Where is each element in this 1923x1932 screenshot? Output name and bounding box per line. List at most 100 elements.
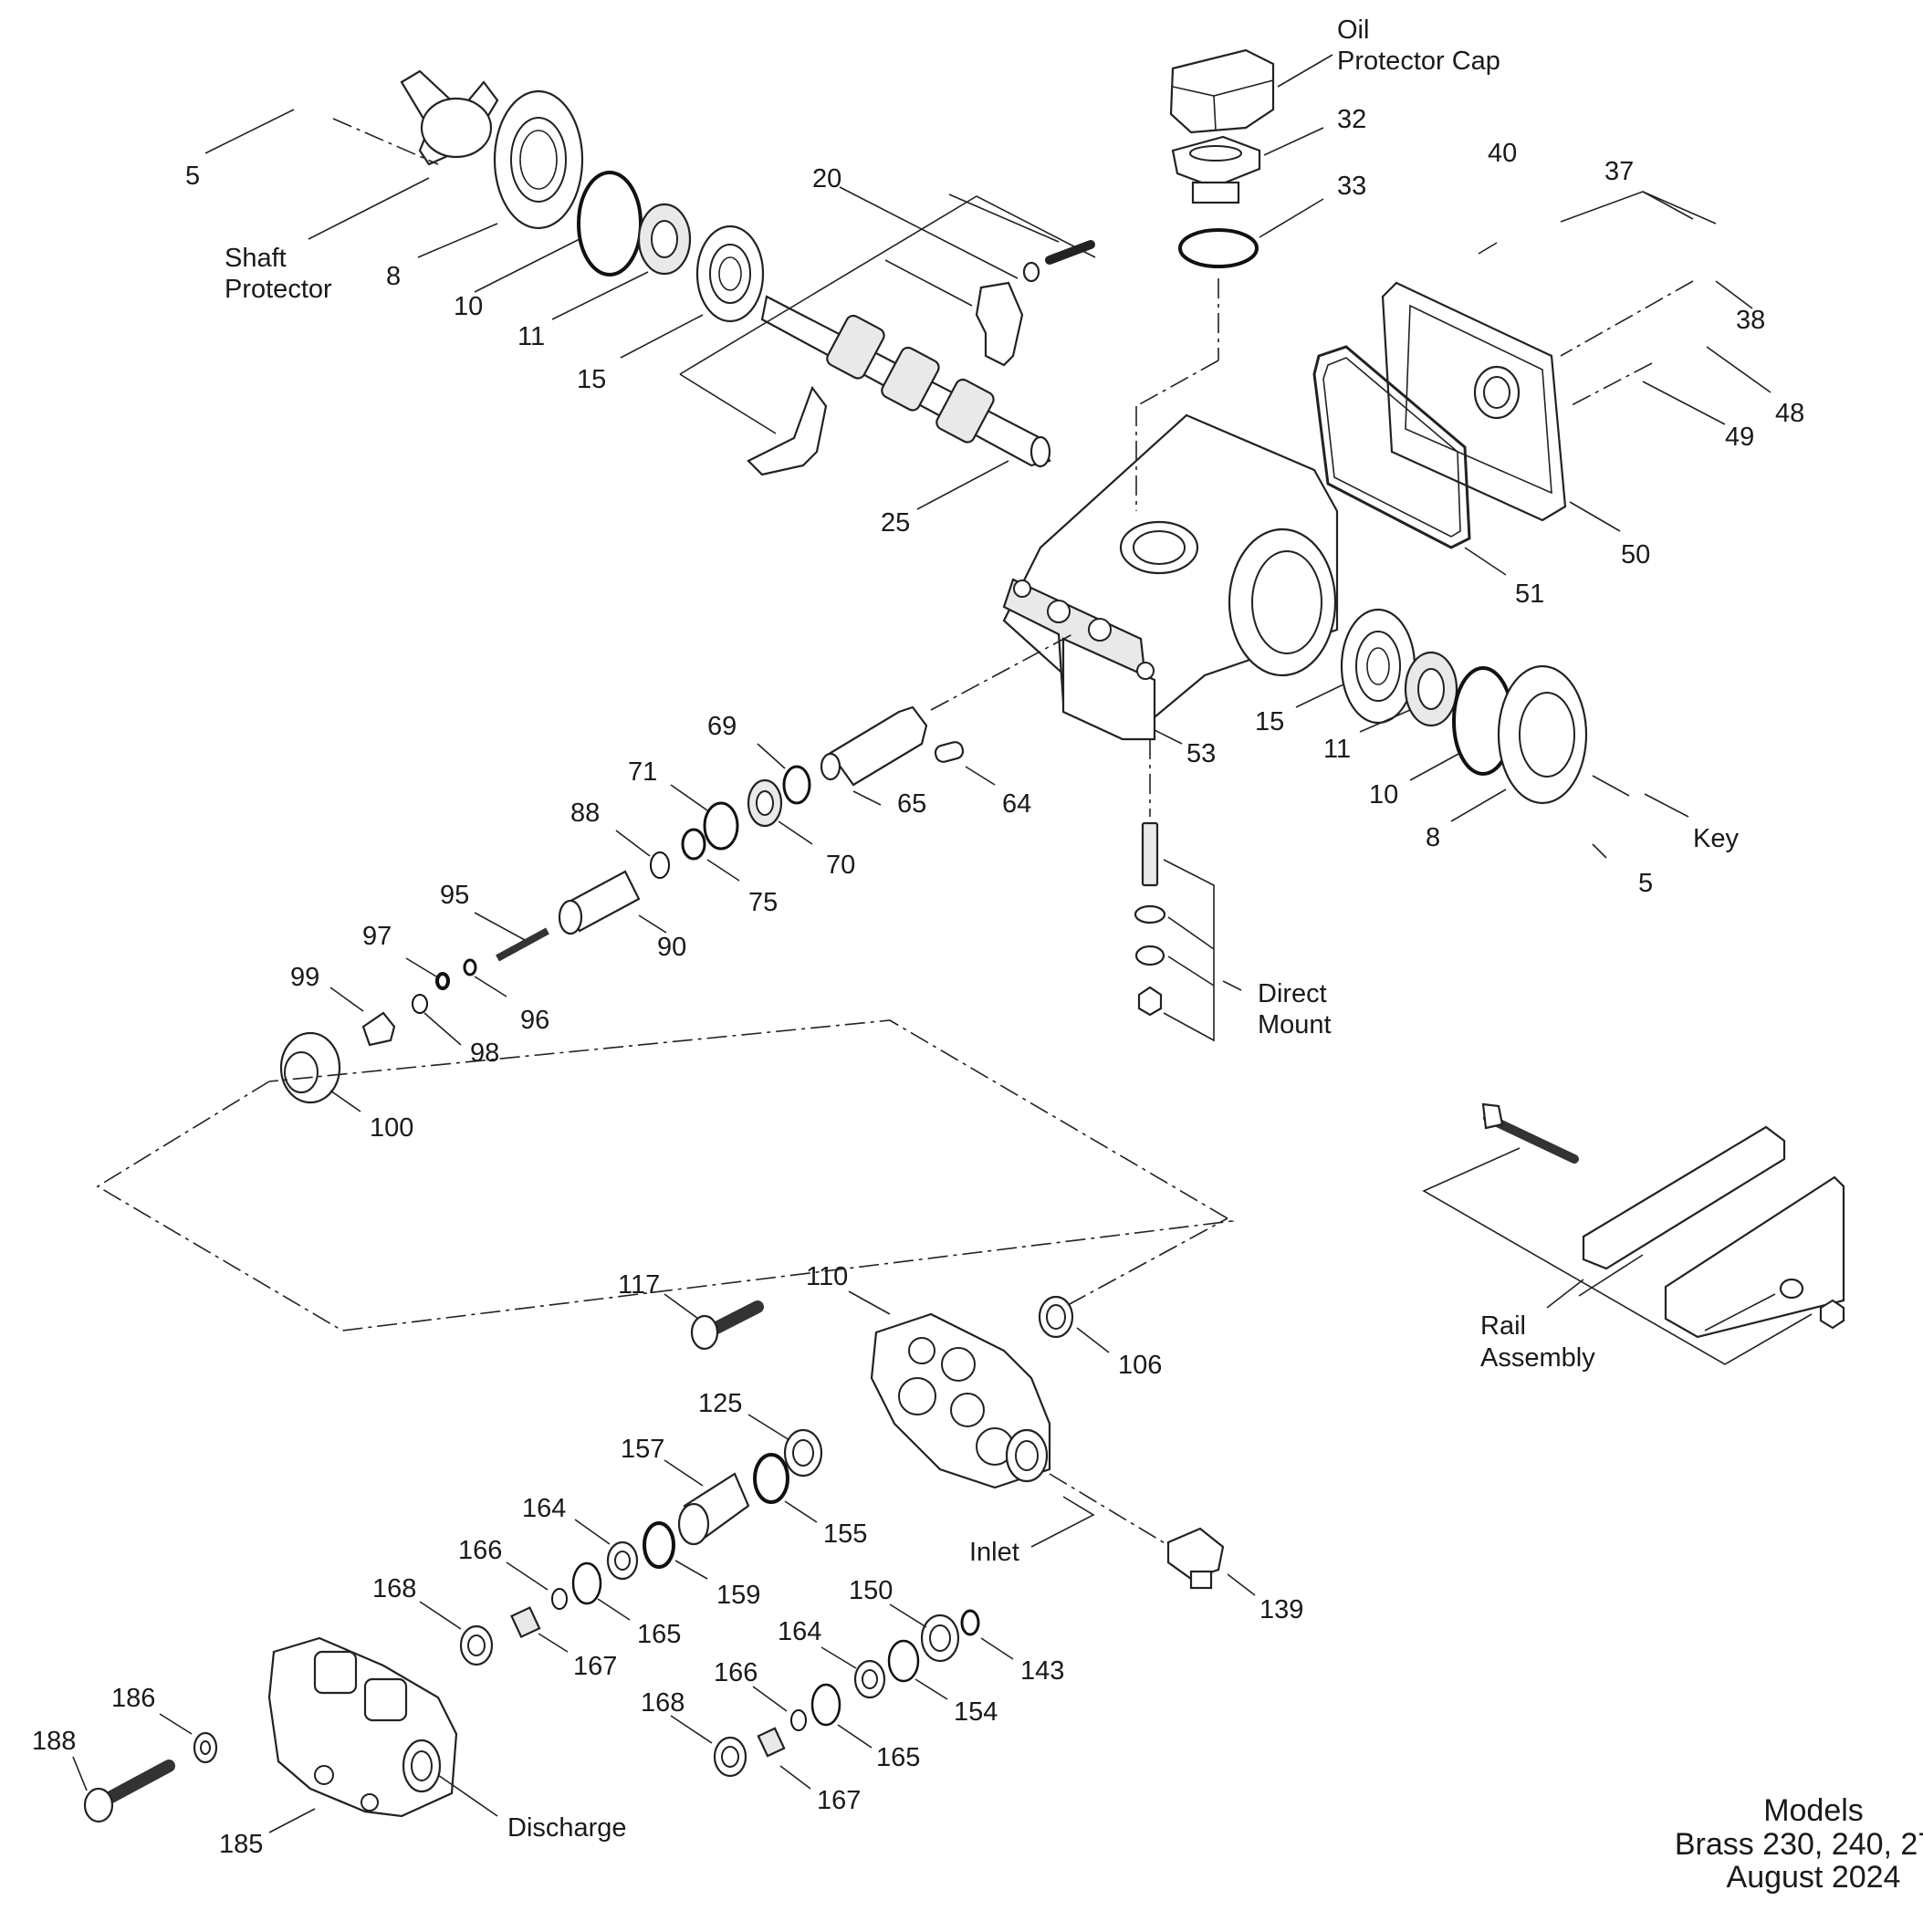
center-line [1560,280,1694,357]
label-part-48: 48 [1775,399,1804,428]
bearing-part-15b [1340,608,1416,725]
label-part-70: 70 [826,851,855,880]
ring-part-96 [463,958,477,976]
label-part-20: 20 [812,164,841,193]
screw-part-20 [1022,240,1095,283]
oil-protector-cap [1169,48,1275,134]
label-part-8: 8 [386,262,401,291]
label-shaft-protector: Protector [225,275,332,304]
label-part-10: 10 [1369,780,1398,809]
label-part-143: 143 [1020,1656,1064,1686]
ring-part-71 [703,801,739,851]
label-part-117: 117 [618,1270,660,1300]
plunger-rod-part-65 [820,705,928,787]
oil-seal-part-11b [1404,651,1458,727]
label-part-15: 15 [1255,707,1284,736]
label-inlet: Inlet [969,1538,1019,1567]
bearing-part-15a [695,225,765,323]
o-ring-part-165a [571,1561,602,1605]
valve-part-157 [677,1472,750,1546]
seal-retainer-part-100 [279,1031,341,1104]
label-part-100: 100 [370,1113,413,1143]
gasket-part-51 [1312,345,1471,549]
seal-part-70 [747,778,783,828]
ring-part-75 [681,828,706,861]
ring-part-166b [790,1709,807,1731]
label-part-165: 165 [637,1620,681,1649]
center-line [1049,1473,1167,1545]
plunger-part-90 [558,870,641,935]
label-oil-protector-cap: Oil [1337,16,1369,45]
o-ring-part-10a [577,171,643,277]
label-part-139: 139 [1259,1595,1303,1624]
rear-cover-part-50 [1381,281,1567,522]
label-part-88: 88 [570,799,600,828]
label-part-10: 10 [454,292,483,321]
plug-part-139 [1166,1527,1225,1590]
label-part-90: 90 [657,933,686,962]
bearing-cover-part-8a [493,89,584,230]
ring-part-98 [412,994,428,1014]
label-part-5: 5 [1638,869,1653,898]
label-part-110: 110 [806,1262,848,1291]
center-line-loop [96,1019,1235,1332]
retainer-part-168a [459,1624,494,1666]
valve-seat-part-125 [783,1428,823,1478]
label-part-71: 71 [628,757,657,787]
o-ring-part-155 [753,1453,789,1504]
label-part-69: 69 [707,712,737,741]
label-part-157: 157 [621,1435,664,1464]
label-part-155: 155 [823,1519,867,1549]
o-ring-part-33 [1178,228,1259,268]
label-part-33: 33 [1337,172,1366,201]
footer-models: Models [1763,1793,1864,1828]
label-oil-protector-cap: Protector Cap [1337,47,1500,76]
crankshaft-part-25 [760,295,1051,468]
footer-model-numbers: Brass 230, 240, 270 [1675,1827,1923,1862]
label-part-25: 25 [881,508,910,538]
label-discharge: Discharge [507,1813,627,1843]
shaft-protector [400,69,499,166]
label-part-125: 125 [698,1389,742,1418]
label-shaft-protector: Shaft [225,244,287,273]
dipstick-part-32 [1171,135,1261,204]
label-part-188: 188 [32,1727,76,1756]
label-part-164: 164 [778,1617,821,1646]
label-part-75: 75 [748,888,778,917]
label-part-186: 186 [111,1684,155,1713]
label-part-168: 168 [372,1574,416,1603]
valve-part-164b [853,1659,886,1699]
oil-seal-part-11a [637,203,692,276]
label-part-11: 11 [517,322,545,351]
seal-part-106 [1038,1295,1074,1339]
label-part-106: 106 [1118,1351,1162,1380]
label-part-95: 95 [440,881,469,910]
ring-part-88 [650,851,670,879]
label-part-165: 165 [876,1743,920,1772]
label-part-32: 32 [1337,105,1366,134]
leader-lines [72,54,1813,1833]
o-ring-part-159 [643,1521,675,1569]
pin-part-64 [934,741,965,763]
label-part-167: 167 [573,1652,617,1681]
bolt-part-188 [83,1760,175,1823]
label-part-166: 166 [458,1536,502,1565]
label-part-5: 5 [185,162,200,191]
center-line [332,118,439,165]
label-part-65: 65 [897,789,926,819]
label-part-185: 185 [219,1830,263,1859]
center-line [1067,1217,1228,1306]
label-part-51: 51 [1515,580,1544,609]
ring-part-97 [435,972,450,990]
label-part-8: 8 [1426,823,1440,852]
o-ring-part-143 [960,1609,980,1636]
label-part-38: 38 [1736,306,1765,335]
label-part-50: 50 [1621,540,1650,569]
label-part-159: 159 [716,1581,760,1610]
label-part-11: 11 [1323,735,1351,764]
label-part-15: 15 [577,365,606,394]
label-direct-mount: Direct [1258,979,1327,1008]
label-part-98: 98 [470,1039,499,1068]
